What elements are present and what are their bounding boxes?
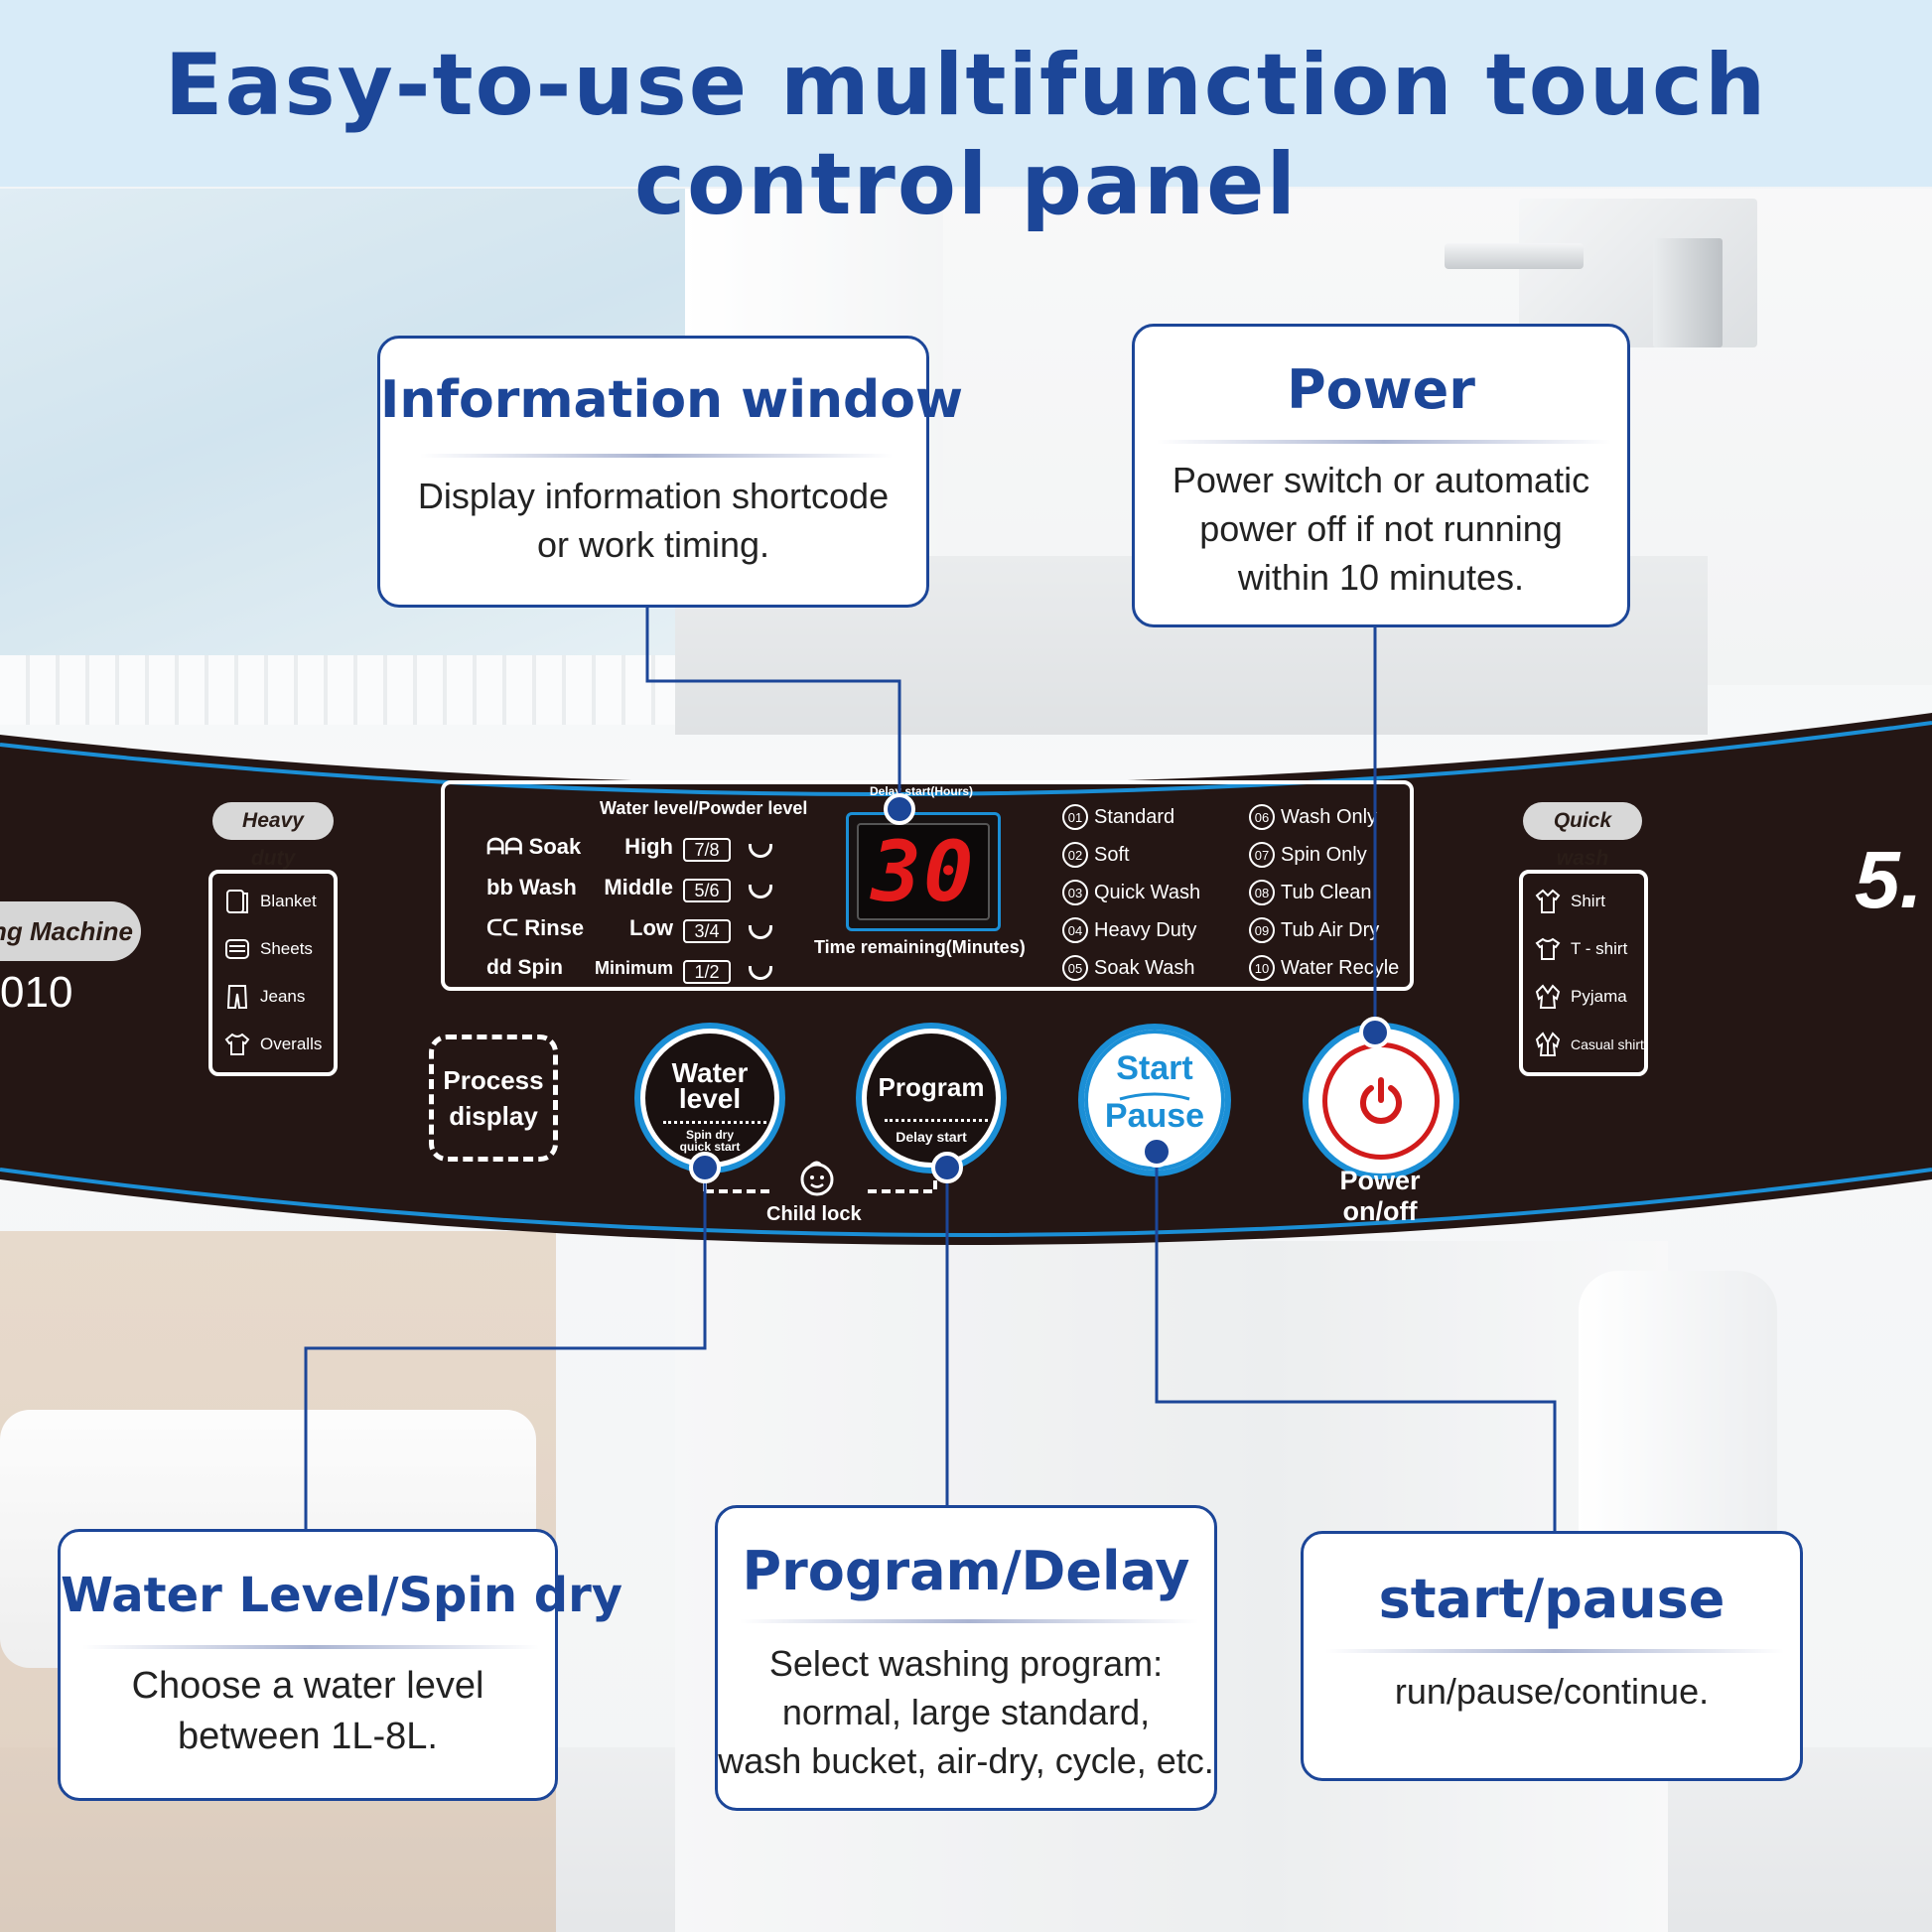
callout-body: Power switch or automatic power off if n… [1172,460,1590,598]
program-button[interactable]: Program Delay start [862,1029,1001,1168]
shirt-icon [1533,887,1563,916]
quick-wash-item: Pyjama [1533,977,1627,1017]
stage-rinse: ᑕᑕ Rinse [486,915,585,940]
pyjama-icon [1533,982,1563,1012]
quick-wash-item: Casual shirt [1533,1025,1644,1064]
callout-title: Program/Delay [742,1540,1190,1602]
heavy-duty-item: Overalls [222,1025,322,1064]
child-lock-label: Child lock [766,1203,862,1225]
faucet-body-image [1653,238,1723,347]
blanket-icon [222,887,252,916]
level-high: High [624,834,673,859]
brand-badge: ng Machine [0,901,141,961]
level-code: 1/2 [683,960,731,984]
water-level-button[interactable]: Water level Spin dry quick start [640,1029,779,1168]
callout-title: Information window [380,370,964,430]
power-button[interactable] [1309,1029,1453,1173]
quick-wash-badge: Quick wash [1523,802,1642,870]
level-minimum: Minimum [595,958,673,978]
stage-soak: ᗩᗩ Soak [486,834,582,859]
heavy-duty-badge: Heavy duty [212,802,334,870]
callout-title: Power [1287,358,1475,421]
powder-cup-icon [749,925,772,939]
callout-start-pause: start/pause run/pause/continue. [1301,1531,1803,1781]
model-number: 010 [0,968,73,1017]
time-remaining-label: Time remaining(Minutes) [814,937,1026,957]
header-banner: Easy-to-use multifunction touch control … [0,0,1932,234]
powder-cup-icon [749,844,772,858]
sheets-icon [222,934,252,964]
level-code: 3/4 [683,919,731,943]
jeans-icon [222,982,252,1012]
callout-program-delay: Program/Delay Select washing program: no… [715,1505,1217,1811]
heavy-duty-item: Blanket [222,882,317,921]
callout-body: run/pause/continue. [1394,1671,1710,1712]
process-display-button[interactable]: Process display [429,1035,558,1162]
callout-title: Water Level/Spin dry [61,1568,623,1623]
pool-grate-image [0,655,755,725]
delay-start-label: Delay start(Hours) [870,784,974,798]
callout-information-window: Information window Display information s… [377,336,964,608]
quick-wash-item: Shirt [1533,882,1605,921]
power-icon [1360,1077,1402,1124]
information-panel: Water level/Powder level ᗩᗩ Soak bb Wash… [441,780,1414,991]
callout-body: Select washing program: normal, large st… [718,1643,1214,1781]
callout-body: Display information shortcode or work ti… [417,476,890,565]
power-button-label: Power on/off [1339,1166,1421,1226]
display-digits: 30 [871,823,976,920]
casual-shirt-icon [1533,1030,1563,1059]
heavy-duty-list: Blanket Sheets Jeans Overalls [208,870,338,1076]
callout-body: Choose a water level between 1L-8L. [131,1665,484,1757]
callout-power: Power Power switch or automatic power of… [1132,324,1630,627]
water-level-header: Water level/Powder level [600,798,808,818]
level-middle: Middle [604,875,673,899]
heavy-duty-item: Sheets [222,929,313,969]
child-lock-icon [800,1161,834,1196]
overalls-icon [222,1030,252,1059]
level-code: 7/8 [683,838,731,862]
callout-water-level: Water Level/Spin dry Choose a water leve… [58,1529,623,1801]
stage-spin: dd Spin [486,956,563,979]
quick-wash-item: T - shirt [1533,929,1627,969]
capacity-label: 5. [1855,835,1923,925]
information-window-display: 30 [846,812,1001,931]
powder-cup-icon [749,885,772,898]
faucet-arm-image [1445,243,1584,269]
quick-wash-list: Shirt T - shirt Pyjama Casual shirt [1519,870,1648,1076]
stage-wash: bb Wash [486,875,577,899]
level-low: Low [629,915,673,940]
page-title: Easy-to-use multifunction touch control … [164,36,1768,234]
powder-cup-icon [749,966,772,980]
tshirt-icon [1533,934,1563,964]
start-pause-button[interactable]: Start Pause [1084,1030,1225,1171]
callout-title: start/pause [1378,1568,1725,1630]
heavy-duty-item: Jeans [222,977,305,1017]
level-code: 5/6 [683,879,731,902]
